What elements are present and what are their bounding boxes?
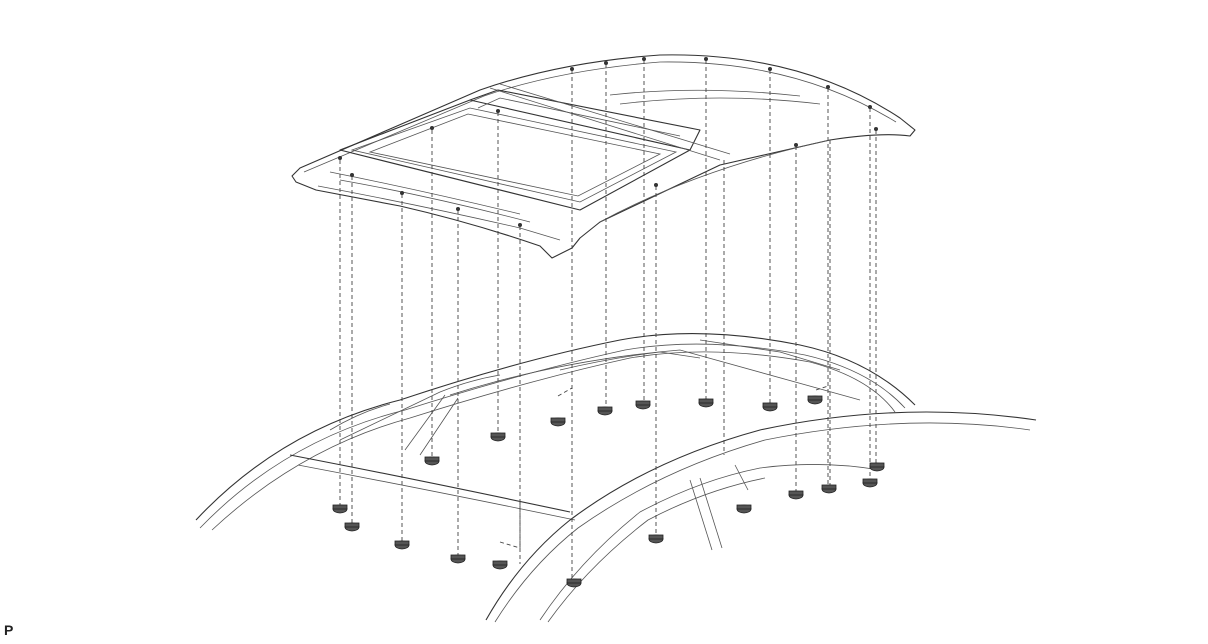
clip xyxy=(736,504,752,514)
clip xyxy=(566,578,582,588)
clip xyxy=(450,554,466,564)
clip xyxy=(807,395,823,405)
clips xyxy=(332,395,885,588)
roof-headliner xyxy=(291,54,916,259)
clip xyxy=(869,462,885,472)
clip xyxy=(788,490,804,500)
clip xyxy=(762,402,778,412)
clip xyxy=(635,400,651,410)
headliner-clip-points xyxy=(338,57,878,227)
clip xyxy=(862,478,878,488)
clip xyxy=(698,398,714,408)
clip xyxy=(394,540,410,550)
figure-label: P xyxy=(4,622,14,638)
clip xyxy=(492,560,508,570)
vehicle-roof-body xyxy=(195,333,1037,623)
clip xyxy=(344,522,360,532)
clip xyxy=(424,456,440,466)
clip xyxy=(648,534,664,544)
clip xyxy=(490,432,506,442)
clip xyxy=(550,417,566,427)
clip xyxy=(332,504,348,514)
guide-lines xyxy=(339,60,877,582)
clip xyxy=(821,484,837,494)
clip xyxy=(597,406,613,416)
